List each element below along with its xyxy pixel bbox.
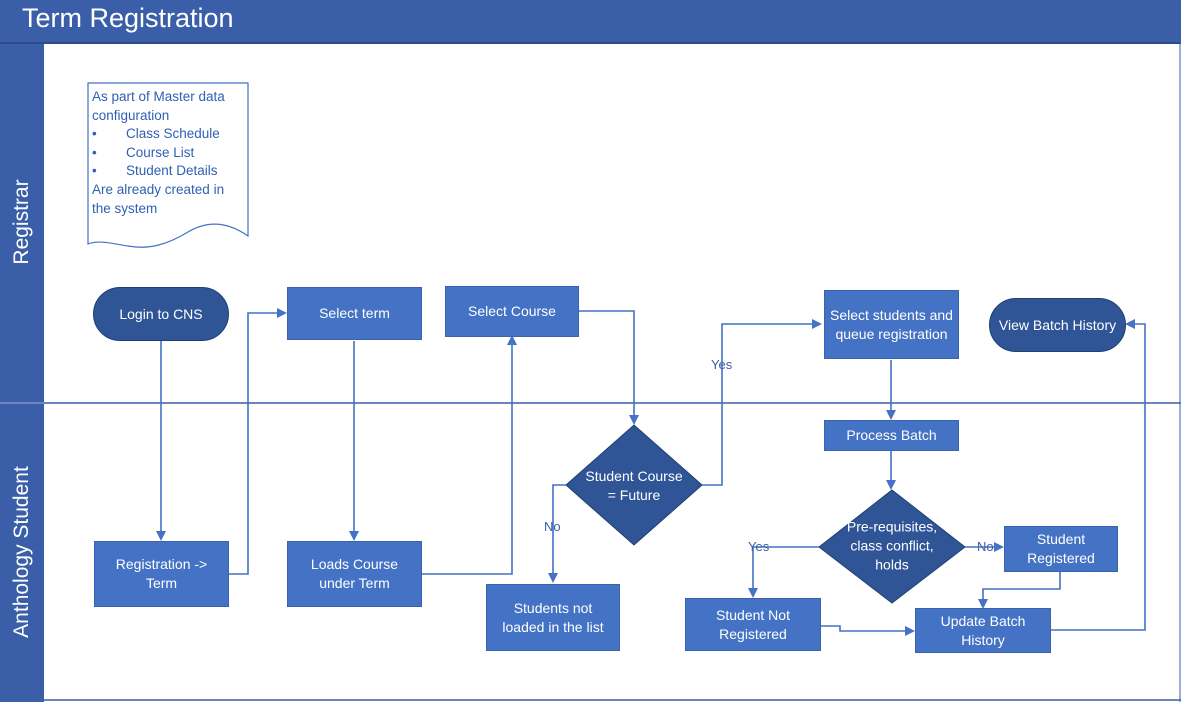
title-bar: Term Registration	[0, 0, 1181, 44]
page-title: Term Registration	[22, 3, 234, 33]
connector-loads-course-to-select-course	[422, 335, 517, 575]
prereq-line-3: holds	[875, 556, 909, 573]
node-view-batch-history: View Batch History	[989, 298, 1126, 352]
node-login-to-cns: Login to CNS	[93, 287, 229, 341]
edge-label-future-no: No	[544, 519, 561, 534]
connector-update-batch-to-view-history	[1051, 319, 1146, 631]
decision-line-1: Student Course	[585, 468, 683, 484]
connector-decision-yes-to-select-students	[702, 319, 822, 486]
node-select-term: Select term	[287, 287, 422, 340]
node-process-batch: Process Batch	[824, 420, 959, 451]
node-student-not-registered: Student Not Registered	[685, 598, 821, 651]
prereq-line-1: Pre-requisites,	[846, 518, 938, 535]
node-loads-course-under-term: Loads Course under Term	[287, 541, 422, 607]
edge-label-prereq-yes: Yes	[748, 539, 770, 554]
note-item-class-schedule: Class Schedule	[92, 125, 242, 144]
connector-select-course-to-decision	[579, 310, 639, 425]
decision-diamond-prereq-check	[818, 489, 966, 604]
connector-prereq-yes-to-not-registered	[748, 546, 819, 598]
node-select-course: Select Course	[445, 286, 579, 337]
decision-text-prereq-check: Pre-requisites, class conflict, holds	[847, 518, 937, 575]
decision-text-student-course-future: Student Course = Future	[585, 467, 682, 505]
node-students-not-loaded: Students not loaded in the list	[486, 584, 620, 651]
lane-header-registrar	[0, 44, 44, 402]
edge-label-prereq-no: No	[977, 539, 994, 554]
connector-not-registered-to-update-batch	[821, 625, 915, 636]
node-registration-term: Registration -> Term	[94, 541, 229, 607]
master-data-note: As part of Master data configuration Cla…	[92, 88, 242, 218]
note-outro: Are already created in the system	[92, 181, 225, 216]
decision-line-2: = Future	[607, 487, 661, 503]
decision-diamond-student-course-future	[565, 424, 703, 546]
node-student-registered: Student Registered	[1004, 526, 1118, 572]
prereq-line-2: class conflict,	[850, 537, 934, 554]
node-update-batch-history: Update Batch History	[915, 608, 1051, 653]
lane-header-anthology-student	[0, 404, 44, 702]
connector-decision-no-to-not-loaded	[548, 484, 566, 583]
note-item-student-details: Student Details	[92, 162, 242, 181]
edge-label-future-yes: Yes	[711, 357, 733, 372]
note-intro: As part of Master data configuration	[92, 89, 225, 123]
connector-registration-to-select-term	[229, 308, 287, 575]
node-select-students: Select students and queue registration	[824, 290, 959, 359]
note-item-course-list: Course List	[92, 144, 242, 163]
connector-registered-to-update-batch	[978, 572, 1061, 609]
